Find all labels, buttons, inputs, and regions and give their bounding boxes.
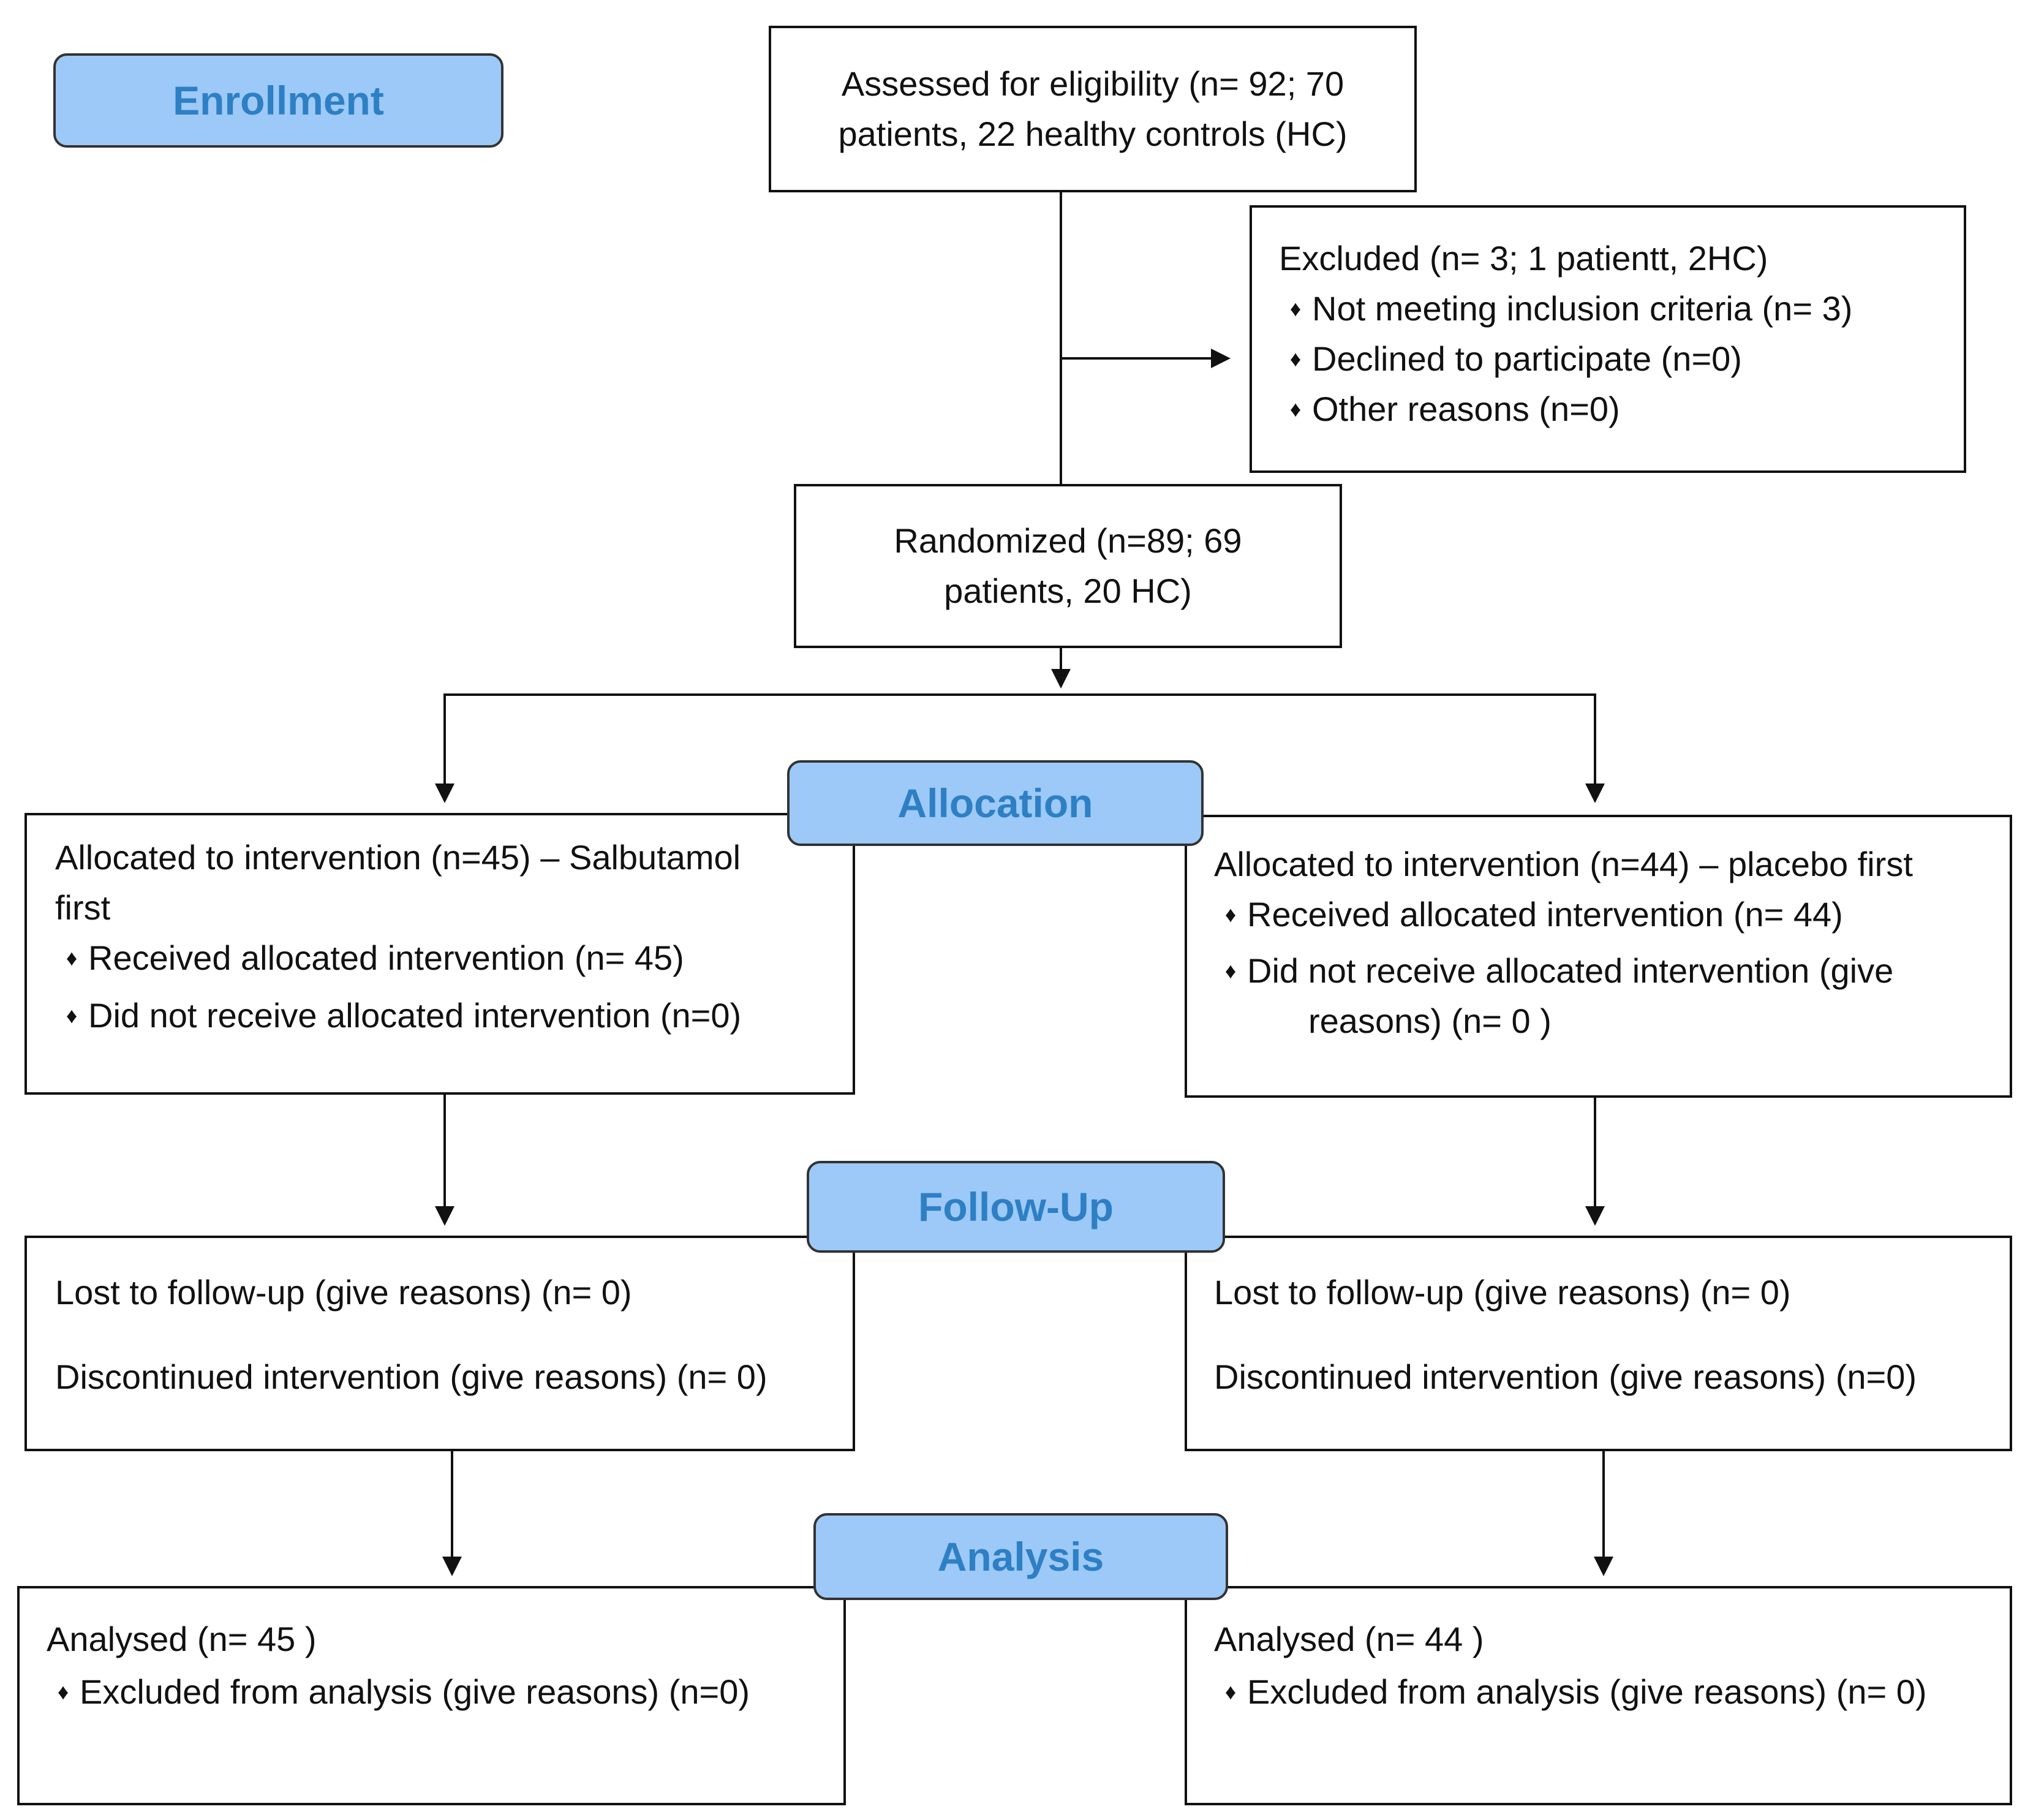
excluded-item-text: Not meeting inclusion criteria (n= 3) — [1312, 289, 1853, 328]
bullet-diamond-icon: ♦ — [1289, 296, 1302, 321]
allocation-right-item-text: Did not receive allocated intervention (… — [1247, 951, 1894, 990]
assessed-line-2: patients, 22 healthy controls (HC) — [838, 115, 1348, 153]
followup-left-box: Lost to follow-up (give reasons) (n= 0) … — [25, 1236, 855, 1451]
bullet-diamond-icon: ♦ — [1289, 346, 1302, 371]
allocation-left-line-2: first — [55, 888, 111, 927]
analysis-right-item: ♦ Excluded from analysis (give reasons) … — [1214, 1667, 2010, 1717]
randomized-box: Randomized (n=89; 69 patients, 20 HC) — [794, 484, 1342, 648]
followup-right-lost: Lost to follow-up (give reasons) (n= 0) — [1214, 1273, 1791, 1312]
bullet-diamond-icon: ♦ — [66, 945, 78, 970]
allocation-left-box: Allocated to intervention (n=45) – Salbu… — [25, 813, 855, 1095]
allocation-left-item-text: Received allocated intervention (n= 45) — [88, 938, 684, 977]
allocation-right-item-continuation: reasons) (n= 0 ) — [1308, 1002, 1552, 1040]
allocation-left-item-text: Did not receive allocated intervention (… — [88, 996, 742, 1035]
stage-follow-up: Follow-Up — [807, 1161, 1225, 1253]
allocation-right-title: Allocated to intervention (n=44) – place… — [1214, 845, 1913, 883]
stage-enrollment: Enrollment — [53, 53, 503, 148]
stage-analysis: Analysis — [813, 1513, 1228, 1600]
bullet-diamond-icon: ♦ — [1289, 396, 1302, 421]
analysis-right-item-text: Excluded from analysis (give reasons) (n… — [1247, 1672, 1927, 1711]
bullet-diamond-icon: ♦ — [1224, 902, 1237, 927]
followup-right-discontinued: Discontinued intervention (give reasons)… — [1214, 1357, 1917, 1396]
excluded-box: Excluded (n= 3; 1 patientt, 2HC) ♦ Not m… — [1250, 205, 1966, 473]
allocation-right-box: Allocated to intervention (n=44) – place… — [1185, 815, 2012, 1098]
bullet-diamond-icon: ♦ — [1224, 958, 1237, 983]
excluded-item: ♦ Declined to participate (n=0) — [1279, 334, 1964, 384]
excluded-item-text: Other reasons (n=0) — [1312, 390, 1620, 428]
allocation-right-item: ♦ Did not receive allocated intervention… — [1214, 946, 2010, 996]
randomized-line-1: Randomized (n=89; 69 — [894, 521, 1242, 560]
assessed-line-1: Assessed for eligibility (n= 92; 70 — [841, 64, 1344, 103]
analysis-right-title: Analysed (n= 44 ) — [1214, 1620, 1484, 1658]
excluded-item-text: Declined to participate (n=0) — [1312, 339, 1742, 378]
analysis-right-box: Analysed (n= 44 ) ♦ Excluded from analys… — [1185, 1586, 2012, 1805]
randomized-line-2: patients, 20 HC) — [944, 572, 1192, 610]
analysis-left-item: ♦ Excluded from analysis (give reasons) … — [47, 1667, 843, 1717]
followup-left-discontinued: Discontinued intervention (give reasons)… — [55, 1357, 767, 1396]
allocation-left-line-1: Allocated to intervention (n=45) – Salbu… — [55, 838, 741, 877]
bullet-diamond-icon: ♦ — [66, 1003, 78, 1028]
stage-allocation: Allocation — [787, 760, 1204, 846]
analysis-left-item-text: Excluded from analysis (give reasons) (n… — [80, 1672, 750, 1711]
analysis-left-box: Analysed (n= 45 ) ♦ Excluded from analys… — [17, 1586, 846, 1805]
allocation-left-item: ♦ Received allocated intervention (n= 45… — [55, 933, 853, 983]
excluded-item: ♦ Other reasons (n=0) — [1279, 384, 1964, 434]
excluded-item: ♦ Not meeting inclusion criteria (n= 3) — [1279, 284, 1964, 334]
assessed-for-eligibility-box: Assessed for eligibility (n= 92; 70 pati… — [769, 26, 1417, 192]
allocation-right-item-text: Received allocated intervention (n= 44) — [1247, 895, 1843, 934]
followup-left-lost: Lost to follow-up (give reasons) (n= 0) — [55, 1273, 632, 1312]
excluded-title: Excluded (n= 3; 1 patientt, 2HC) — [1279, 239, 1768, 278]
bullet-diamond-icon: ♦ — [1224, 1679, 1237, 1704]
allocation-right-item: ♦ Received allocated intervention (n= 44… — [1214, 889, 2010, 940]
allocation-left-item: ♦ Did not receive allocated intervention… — [55, 991, 853, 1041]
bullet-diamond-icon: ♦ — [57, 1679, 69, 1704]
followup-right-box: Lost to follow-up (give reasons) (n= 0) … — [1185, 1236, 2012, 1451]
analysis-left-title: Analysed (n= 45 ) — [47, 1620, 317, 1658]
